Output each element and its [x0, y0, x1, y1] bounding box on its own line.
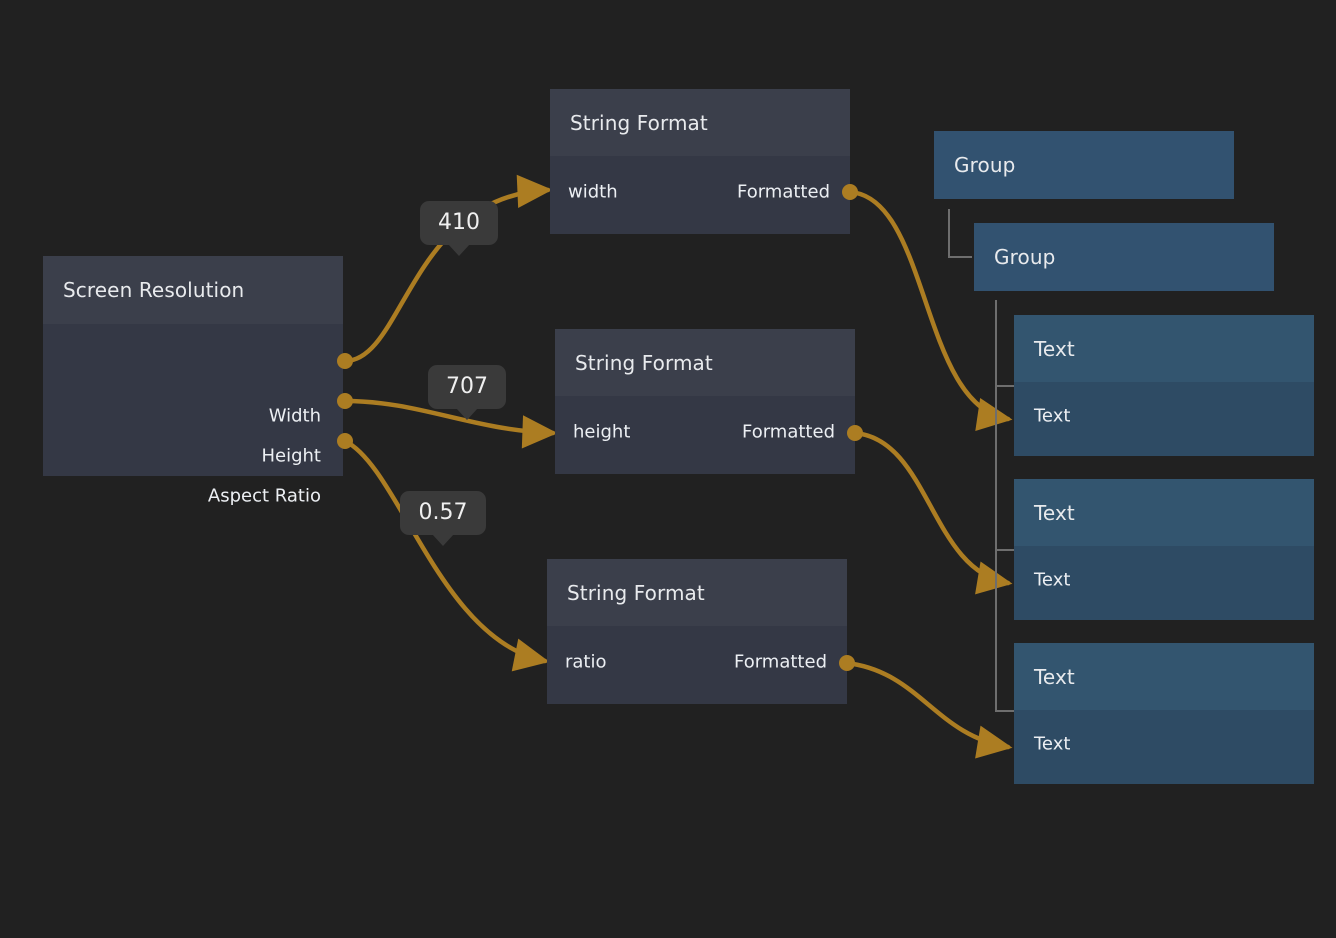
value-badge-width[interactable]: 410 [420, 201, 498, 256]
node-group-inner-header[interactable]: Group [974, 223, 1274, 291]
input-port-text-3-label: Text [1034, 733, 1071, 755]
node-screen-resolution[interactable]: Screen Resolution Width Height Aspect Ra… [43, 256, 343, 507]
node-string-format-ratio-title: String Format [567, 580, 705, 605]
output-port-formatted-height-label: Formatted [742, 421, 835, 443]
input-port-width-label: width [568, 181, 618, 203]
value-badge-height-text: 707 [446, 374, 488, 399]
wire-ratio [342, 438, 550, 672]
tree-connector-branch-text-3 [995, 710, 1014, 712]
tree-connector-vertical-group [948, 209, 950, 258]
node-string-format-width-header[interactable]: String Format [550, 89, 850, 156]
output-port-aspect-ratio[interactable]: Aspect Ratio [208, 486, 321, 507]
input-port-height[interactable]: height [573, 422, 630, 443]
node-string-format-width[interactable]: String Format width Formatted [550, 89, 850, 234]
node-group-outer[interactable]: Group [934, 131, 1234, 199]
output-port-width[interactable]: Width [269, 406, 321, 427]
output-port-height[interactable]: Height [261, 446, 321, 467]
node-text-1[interactable]: Text Text [1014, 315, 1314, 456]
output-port-height-label: Height [261, 445, 321, 467]
node-text-3-header[interactable]: Text [1014, 643, 1314, 710]
node-string-format-height-body: height Formatted [555, 396, 855, 474]
node-text-2[interactable]: Text Text [1014, 479, 1314, 620]
node-group-inner[interactable]: Group [974, 223, 1274, 291]
node-text-2-body: Text [1014, 546, 1314, 620]
node-string-format-ratio-body: ratio Formatted [547, 626, 847, 704]
input-port-height-label: height [573, 421, 631, 443]
tree-connector-vertical-text [995, 300, 997, 711]
value-badge-height[interactable]: 707 [428, 365, 506, 420]
node-string-format-height[interactable]: String Format height Formatted [555, 329, 855, 474]
output-port-aspect-ratio-label: Aspect Ratio [207, 485, 321, 507]
input-port-text-3[interactable]: Text [1034, 734, 1070, 755]
input-port-text-2[interactable]: Text [1034, 570, 1070, 591]
output-port-formatted-height[interactable]: Formatted [742, 422, 835, 443]
socket-output-height[interactable] [337, 393, 353, 409]
node-text-3-title: Text [1034, 664, 1075, 689]
wire-formatted-ratio-to-text3 [844, 660, 1013, 759]
node-text-1-title: Text [1034, 336, 1075, 361]
node-text-2-header[interactable]: Text [1014, 479, 1314, 546]
wire-formatted-height-to-text2 [852, 430, 1013, 595]
input-port-text-2-label: Text [1034, 569, 1071, 591]
node-group-outer-header[interactable]: Group [934, 131, 1234, 199]
input-port-text-1-label: Text [1034, 405, 1071, 427]
value-badge-width-text: 410 [438, 210, 480, 235]
node-screen-resolution-title: Screen Resolution [63, 278, 245, 302]
input-port-text-1[interactable]: Text [1034, 406, 1070, 427]
input-port-width[interactable]: width [568, 182, 618, 203]
tree-connector-branch-text-1 [995, 385, 1014, 387]
node-text-3-body: Text [1014, 710, 1314, 784]
value-badge-ratio-text: 0.57 [418, 500, 468, 525]
node-group-outer-title: Group [954, 153, 1016, 177]
value-badge-height-tail [456, 408, 478, 420]
output-port-formatted-width[interactable]: Formatted [737, 182, 830, 203]
output-port-width-label: Width [268, 405, 321, 427]
node-string-format-width-body: width Formatted [550, 156, 850, 234]
socket-output-aspect-ratio[interactable] [337, 433, 353, 449]
node-screen-resolution-header[interactable]: Screen Resolution [43, 256, 343, 324]
output-port-formatted-ratio[interactable]: Formatted [734, 652, 827, 673]
input-port-ratio[interactable]: ratio [565, 652, 607, 673]
input-port-ratio-label: ratio [565, 651, 607, 673]
node-string-format-width-title: String Format [570, 110, 708, 135]
socket-output-width[interactable] [337, 353, 353, 369]
node-string-format-ratio-header[interactable]: String Format [547, 559, 847, 626]
node-screen-resolution-body: Width Height Aspect Ratio [43, 324, 343, 507]
output-port-formatted-ratio-label: Formatted [734, 651, 827, 673]
node-group-inner-title: Group [994, 245, 1056, 269]
node-text-2-title: Text [1034, 500, 1075, 525]
value-badge-ratio-tail [432, 534, 454, 546]
value-badge-ratio[interactable]: 0.57 [400, 491, 486, 546]
node-string-format-height-header[interactable]: String Format [555, 329, 855, 396]
output-port-formatted-width-label: Formatted [737, 181, 830, 203]
node-text-1-header[interactable]: Text [1014, 315, 1314, 382]
node-string-format-ratio[interactable]: String Format ratio Formatted [547, 559, 847, 704]
node-text-3[interactable]: Text Text [1014, 643, 1314, 784]
node-text-1-body: Text [1014, 382, 1314, 456]
socket-output-formatted-height[interactable] [847, 425, 863, 441]
node-string-format-height-title: String Format [575, 350, 713, 375]
socket-output-formatted-width[interactable] [842, 184, 858, 200]
tree-connector-horizontal-group [948, 256, 972, 258]
value-badge-width-tail [448, 244, 470, 256]
socket-output-formatted-ratio[interactable] [839, 655, 855, 671]
tree-connector-branch-text-2 [995, 549, 1014, 551]
